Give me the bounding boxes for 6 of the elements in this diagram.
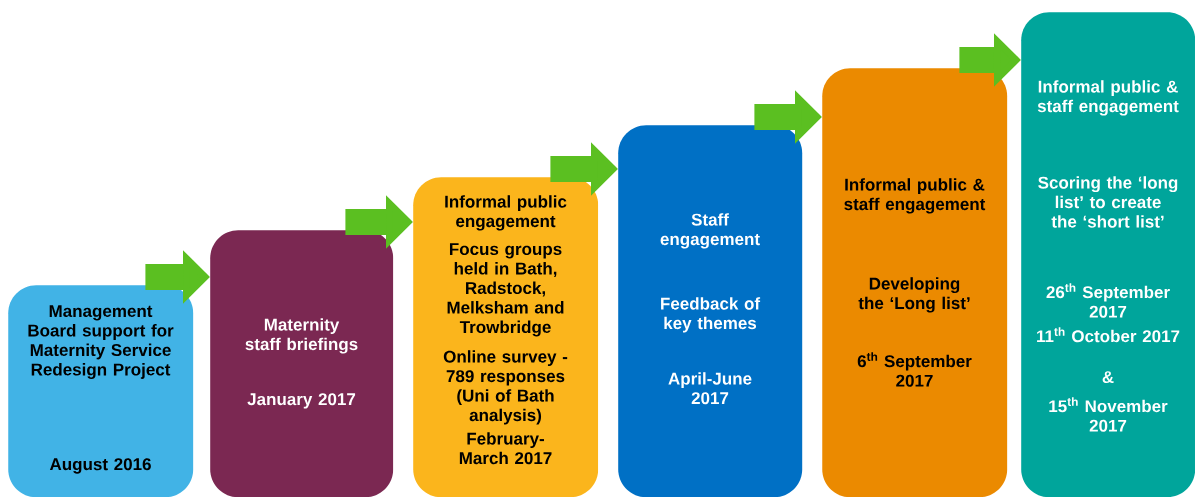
step-box: Informal public & staff engagement Developing the ‘Long list’ 6$^{th}$ September 2017 <box>822 68 1008 497</box>
step-box: Informal public & staff engagement Scoring the ‘long list’ to create the ‘short list’ 26$^{th}$ September 2017 11$^{th}$ October 2017 & 15$^{th}$ November 2017 <box>1021 12 1195 497</box>
step-box: Staff engagement Feedback of key themes April-June 2017 <box>618 125 803 497</box>
step-box: Management Board support for Maternity Service Redesign Project August 2016 <box>8 285 194 497</box>
step-box: Maternity staff briefings January 2017 <box>210 230 394 497</box>
step-box: Informal public engagement Focus groups held in Bath, Radstock, Melksham and Trowbridge Online survey - 789 responses (Uni of Bath analysis) February- March 2017 <box>413 177 599 497</box>
